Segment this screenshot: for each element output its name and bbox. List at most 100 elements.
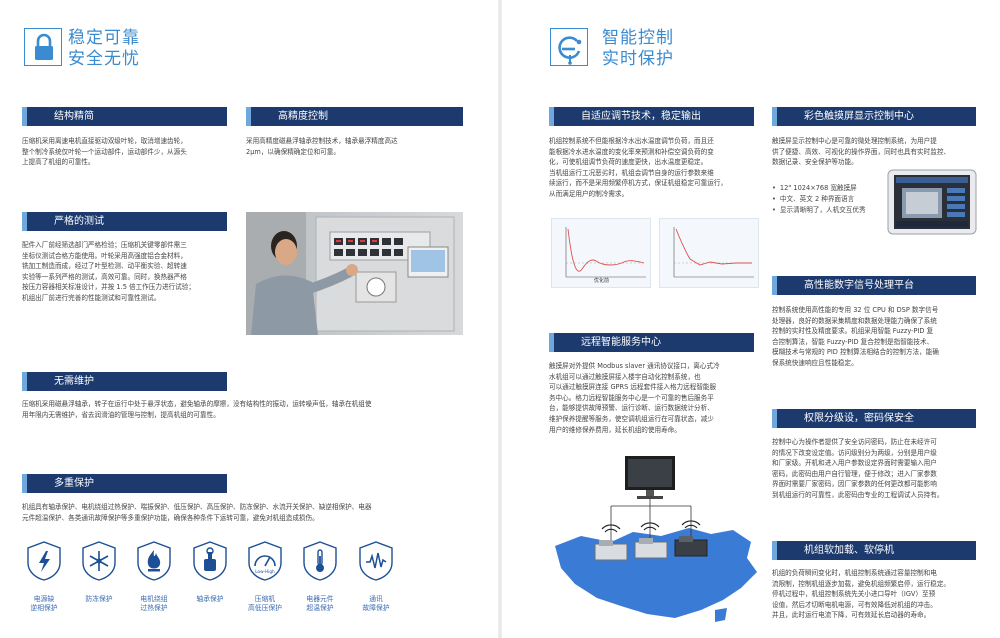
permission-line: 密码，此密码由用户自行管理，便于修改；进入厂家参数 <box>772 469 937 478</box>
touchscreen-tablet-image <box>886 168 978 236</box>
adaptive-line: 续运行，而不是采用频繁停机方式，保证机组稳定可靠运行， <box>549 179 728 188</box>
protection-label: 通讯故障保护 <box>346 595 406 612</box>
permission-line: 的情况下改变设定值。访问级别分为两级，分别是用户级 <box>772 448 937 457</box>
touchscreen-line: 数据记录、安全保护等功能。 <box>772 158 858 167</box>
dsp-line: 控制系统使用高性能的专用 32 位 CPU 和 DSP 数字信号 <box>772 306 939 314</box>
protection-label: 电源缺逆相保护 <box>14 595 74 612</box>
remote-line: 维护保养提醒等服务，使空调机组运行在可靠状态，减少 <box>549 414 714 423</box>
protection-label-line: 电器元件 <box>306 595 334 603</box>
permission-line: 界面时需要厂家密码，因厂家参数的任何更改都可能影响 <box>772 480 937 489</box>
remote-line: 水机组可以通过触摸屏接入楼宇自动化控制系统，也 <box>549 372 701 381</box>
adaptive-line: 从而满足用户的制冷需求。 <box>549 189 629 198</box>
dsp-line: 保系统快速响应且性能稳定。 <box>772 358 858 367</box>
adaptive-line: 化，可使机组调节负荷的速度更快，出水温度更稳定。 <box>549 158 708 167</box>
precision-line: 2μm，以确保精确定位和可靠。 <box>246 147 340 156</box>
protection-line: 元件超温保护、各类通讯故障保护等多重保护功能，确保各种条件下运转可靠，避免对机组… <box>22 513 319 522</box>
softload-line: 设值，然后才切断电机电源，可有效降低对机组的冲击。 <box>772 600 937 609</box>
lock-icon-box <box>24 28 62 66</box>
structure-text: 压缩机采用离速电机直接驱动双级叶轮，取消增速齿轮， 整个制冷系统仅叶轮一个运动部… <box>22 136 232 168</box>
lock-icon <box>35 33 53 60</box>
permission-line: 到机组运行的可靠性，此密码由专业的工程调试人员持有。 <box>772 490 944 499</box>
protection-label: 轴承保护 <box>180 595 240 604</box>
protection-label-line: 超温保护 <box>306 603 334 612</box>
testing-line: 配件入厂前经筛选部门严格检验；压缩机关键零部件需三 <box>22 241 187 249</box>
remote-text: 触摸屏对外提供 Modbus slaver 通讯协议接口，离心式冷 水机组可以通… <box>549 361 763 435</box>
adaptive-line: 当机组运行工况恶劣时，机组会调节自身的运行参数来维 <box>549 168 714 177</box>
signal-wave-icon <box>357 541 395 581</box>
protection-text: 机组具有轴承保护、电机绕组过热保护、喘振保护、低压保护、高压保护、防冻保护、水流… <box>22 502 467 523</box>
page-spine <box>498 0 502 638</box>
snowflake-icon <box>80 541 118 581</box>
protection-line: 机组具有轴承保护、电机绕组过热保护、喘振保护、低压保护、高压保护、防冻保护、水流… <box>22 503 372 511</box>
protection-label-line: 压缩机 <box>254 595 276 603</box>
graph-caption: 优化前 <box>594 278 610 284</box>
bullet-item: 12" 1024×768 宽触摸屏 <box>772 183 866 194</box>
structure-line: 整个制冷系统仅叶轮一个运动部件，运动部件少，从源头 <box>22 147 187 156</box>
testing-text: 配件入厂前经筛选部门严格检验；压缩机关键零部件需三 坐标仪测试合格方能使用。叶轮… <box>22 240 234 304</box>
bearing-icon <box>191 541 229 581</box>
dsp-line: 控制的实时性及精度要求。机组采用智能 Fuzzy-PID 复 <box>772 327 934 336</box>
remote-line: 用户的维修保养费用，延长机组的使用寿命。 <box>549 425 681 434</box>
section-header-remote: 远程智能服务中心 <box>549 333 754 352</box>
testing-line: 实验等一系列严格的测试，高效可靠。同时，换热器严格 <box>22 272 187 281</box>
maintenance-line: 用年限内无需维护，省去润滑油的管理与控制，提高机组的可靠性。 <box>22 410 220 419</box>
section-header-maintenance: 无需维护 <box>22 372 227 391</box>
touchscreen-line: 触摸屏显示控制中心是可靠的微处理控制系统，为用户提 <box>772 137 937 145</box>
section-header-permission: 权限分级设，密码保安全 <box>772 409 976 428</box>
structure-line: 压缩机采用离速电机直接驱动双级叶轮，取消增速齿轮， <box>22 137 187 145</box>
protection-label-line: 轴承保护 <box>196 595 224 603</box>
response-graph-before: 优化前 <box>551 218 651 288</box>
adaptive-line: 机组控制系统不但能根据冷水出水温度调节负荷，而且还 <box>549 137 714 145</box>
right-title-line1: 智能控制 <box>602 28 674 48</box>
thermometer-icon <box>301 541 339 581</box>
protection-label-line: 故障保护 <box>362 603 390 612</box>
left-title-line2: 安全无忧 <box>68 49 140 69</box>
dsp-line: 模糊技术与常规的 PID 控制算法相结合的控制方法，能确 <box>772 348 939 357</box>
softload-line: 流限制，控制机组逐步加载，避免机组频繁启停，运行稳定。 <box>772 579 951 588</box>
section-header-adaptive: 自适应调节技术，稳定输出 <box>549 107 754 126</box>
remote-line: 可以通过触摸屏连接 GPRS 远程套件接入格力远程智能服 <box>549 383 717 392</box>
protection-label-line: 通讯 <box>369 595 383 603</box>
left-title-line1: 稳定可靠 <box>68 28 140 48</box>
protection-label-line: 防冻保护 <box>85 595 113 603</box>
protection-label-line: 过热保护 <box>140 603 168 612</box>
response-graph-after <box>659 218 759 288</box>
remote-service-illustration <box>551 450 763 635</box>
testing-line: 坐标仪测试合格方能使用。叶轮采用高强度铝合金材料， <box>22 251 187 260</box>
protection-label-line: 逆相保护 <box>30 603 58 612</box>
protection-label-line: 电机绕组 <box>140 595 168 603</box>
touchscreen-text: 触摸屏显示控制中心是可靠的微处理控制系统，为用户提 供了便捷、高效、可视化的操作… <box>772 136 978 168</box>
structure-line: 上提高了机组的可靠性。 <box>22 158 95 167</box>
dsp-text: 控制系统使用高性能的专用 32 位 CPU 和 DSP 数字信号 处理器，良好的… <box>772 305 982 369</box>
flame-icon <box>135 541 173 581</box>
section-header-structure: 结构精简 <box>22 107 227 126</box>
right-title-line2: 实时保护 <box>602 49 674 69</box>
smart-control-icon <box>558 36 582 65</box>
protection-label: 电机绕组过热保护 <box>124 595 184 612</box>
adaptive-line: 能根据冷水进水温度的变化率来预测和补偿空调负荷的变 <box>549 147 714 156</box>
dsp-line: 合控制算法，智能 Fuzzy-PID 复合控制是指智能技术、 <box>772 337 934 346</box>
control-icon-box <box>550 28 588 66</box>
remote-line: 台，能够提供故障预警、运行诊断、运行数据统计分析、 <box>549 404 714 413</box>
softload-line: 停机过程中，机组控制系统先关小进口导叶（IGV）至预 <box>772 590 936 599</box>
svg-text:Low-High: Low-High <box>255 569 275 574</box>
adaptive-text: 机组控制系统不但能根据冷水出水温度调节负荷，而且还 能根据冷水进水温度的变化率来… <box>549 136 761 200</box>
bullet-item: 显示清晰明了，人机交互优秀 <box>772 205 866 216</box>
maintenance-line: 压缩机采用磁悬浮轴承，转子在运行中处于悬浮状态，避免轴承的摩擦，没有结构性的振动… <box>22 400 372 408</box>
section-header-touchscreen: 彩色触摸屏显示控制中心 <box>772 107 976 126</box>
testing-photo <box>246 212 463 335</box>
gauge-icon: Low-High <box>246 541 284 581</box>
remote-line: 务中心。格力远程智能服务中心是一个可靠的售后服务平 <box>549 393 714 402</box>
touchscreen-line: 供了便捷、高效、可视化的操作界面，同时也具有实时监控、 <box>772 147 951 156</box>
maintenance-text: 压缩机采用磁悬浮轴承，转子在运行中处于悬浮状态，避免轴承的摩擦，没有结构性的振动… <box>22 399 467 420</box>
touchscreen-bullets: 12" 1024×768 宽触摸屏 中文、英文 2 种界面语言 显示清晰明了，人… <box>772 183 866 216</box>
section-header-protection: 多重保护 <box>22 474 227 493</box>
protection-label: 防冻保护 <box>69 595 129 604</box>
precision-text: 采用高精度磁悬浮轴承控制技术，轴承悬浮精度高达 2μm，以确保精确定位和可靠。 <box>246 136 464 157</box>
testing-line: 铣加工制造而成，经过了叶型检测、动平衡实验、超转速 <box>22 262 187 271</box>
protection-label-line: 电源缺 <box>33 595 55 603</box>
section-header-testing: 严格的测试 <box>22 212 227 231</box>
softload-text: 机组的负荷瞬间变化时，机组控制系统通过容量控制和电 流限制，控制机组逐步加载，避… <box>772 568 982 621</box>
bullet-item: 中文、英文 2 种界面语言 <box>772 194 866 205</box>
softload-line: 机组的负荷瞬间变化时，机组控制系统通过容量控制和电 <box>772 569 937 577</box>
